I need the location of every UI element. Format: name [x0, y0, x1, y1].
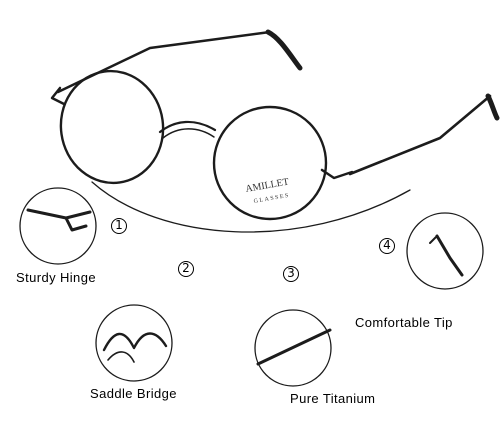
feature-arc: [91, 181, 411, 233]
tip-detail-circle: [406, 212, 484, 290]
hinge-right: [320, 168, 354, 180]
near-temple-tip-icon: [485, 93, 500, 121]
bridge-detail-icon: [102, 332, 168, 352]
feature-number-2: 2: [178, 261, 194, 277]
tip-detail-icon: [435, 234, 464, 277]
feature-number-1: 1: [111, 218, 127, 234]
feature-label-saddle-bridge: Saddle Bridge: [90, 386, 177, 401]
feature-label-sturdy-hinge: Sturdy Hinge: [16, 270, 96, 285]
lens-sub-text: GLASSES: [253, 193, 290, 205]
hinge-detail-icon: [26, 208, 92, 232]
left-lens: [59, 69, 165, 185]
bridge-detail-circle: [95, 304, 173, 382]
saddle-bridge: [158, 120, 217, 134]
feature-number-3: 3: [283, 266, 299, 282]
feature-number-4: 4: [379, 238, 395, 254]
temple-detail-circle: [254, 309, 332, 387]
lens-brand-text: AMILLET: [245, 177, 290, 195]
far-temple-arm: [56, 30, 272, 94]
right-lens: [212, 105, 328, 221]
temple-detail-icon: [256, 328, 332, 366]
feature-label-comfortable-tip: Comfortable Tip: [355, 315, 453, 330]
feature-label-pure-titanium: Pure Titanium: [290, 391, 376, 406]
hinge-detail-circle: [19, 187, 97, 265]
hinge-left: [50, 86, 66, 106]
near-temple-arm: [348, 94, 492, 176]
far-temple-tip-icon: [265, 29, 303, 71]
